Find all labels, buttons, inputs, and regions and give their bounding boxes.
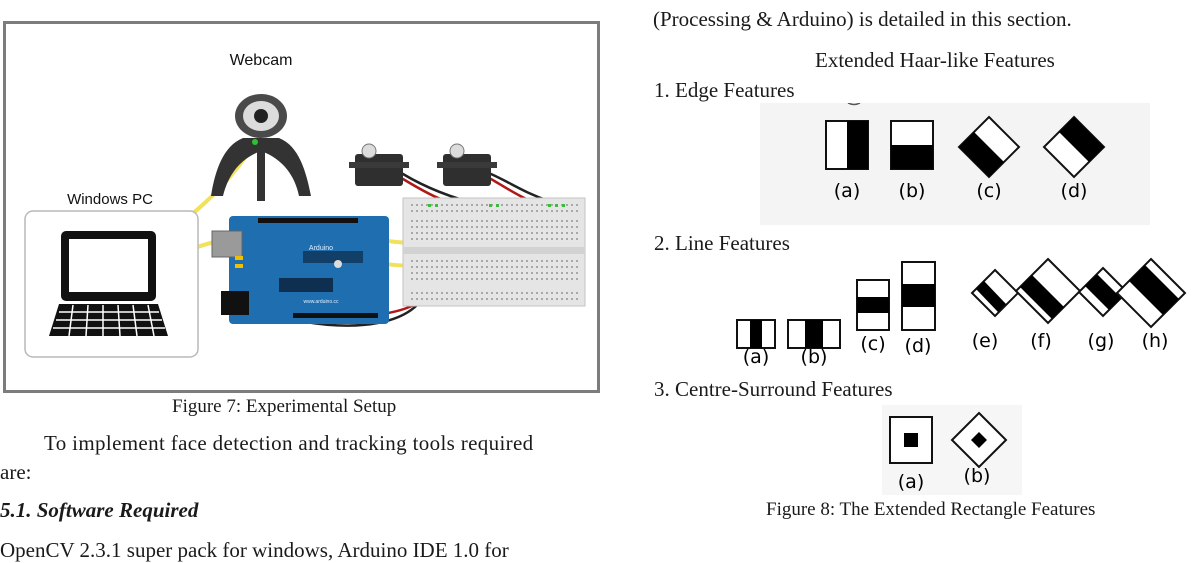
line-label-c: (c): [860, 333, 885, 355]
arduino-url-text: www.arduino.cc: [303, 299, 339, 305]
windows-pc-label: Windows PC: [67, 191, 153, 208]
edge-feature-c: [957, 115, 1021, 179]
breadboard: [402, 197, 586, 307]
line-features-figure: (a) (b) (c) (d) (e) (f) (g) (h): [736, 257, 1187, 368]
webcam-icon: [211, 94, 311, 201]
centre-surround-feature-b: [950, 411, 1008, 469]
intro-line: (Processing & Arduino) is detailed in th…: [653, 7, 1072, 31]
line-feature-e: [970, 268, 1020, 318]
figure-7: Webcam Windows PC: [3, 21, 600, 393]
paragraph-line-1: To implement face detection and tracking…: [44, 431, 534, 455]
edge-label-d: (d): [1061, 180, 1088, 202]
edge-features-heading: 1. Edge Features: [654, 78, 795, 102]
line-feature-b: [787, 319, 841, 349]
line-label-a: (a): [743, 346, 769, 368]
edge-label-a: (a): [834, 180, 860, 202]
line-feature-f: [1014, 257, 1082, 325]
line-feature-g: [1077, 266, 1129, 318]
edge-feature-a: [825, 120, 869, 170]
paragraph-line-2: are:: [0, 460, 32, 484]
partial-paragraph-line: OpenCV 2.3.1 super pack for windows, Ard…: [0, 538, 509, 562]
centre-surround-features-heading: 3. Centre-Surround Features: [654, 377, 893, 401]
servo-motor-1: [349, 143, 409, 186]
centre-surround-features-figure: (a) (b): [882, 405, 1022, 495]
line-feature-h: [1115, 257, 1187, 329]
experimental-setup-diagram: Webcam Windows PC: [3, 21, 600, 393]
centre-label-a: (a): [898, 471, 924, 493]
edge-label-b: (b): [899, 180, 926, 202]
servo-motor-2: [437, 143, 497, 186]
webcam-label: Webcam: [230, 52, 293, 69]
figure-8-caption: Figure 8: The Extended Rectangle Feature…: [766, 499, 1096, 520]
windows-pc-icon: [24, 210, 199, 358]
line-feature-c: [856, 279, 890, 331]
arduino-board-text: Arduino: [309, 245, 333, 252]
line-label-g: (g): [1088, 330, 1115, 352]
edge-feature-d: [1042, 115, 1106, 179]
line-label-h: (h): [1142, 330, 1169, 352]
centre-surround-feature-a: [889, 416, 933, 464]
edge-feature-b: [890, 120, 934, 170]
centre-label-b: (b): [964, 465, 991, 487]
arduino-board: [211, 216, 389, 324]
line-feature-a: [736, 319, 776, 349]
line-label-d: (d): [905, 335, 932, 357]
line-features-heading: 2. Line Features: [654, 231, 790, 255]
section-heading-5-1: 5.1. Software Required: [0, 498, 199, 522]
line-label-b: (b): [801, 346, 828, 368]
figure-8-title: Extended Haar-like Features: [815, 48, 1055, 72]
line-feature-d: [901, 261, 936, 331]
edge-features-figure: (a) (b) (c) (d): [760, 103, 1150, 225]
figure-7-caption: Figure 7: Experimental Setup: [172, 396, 397, 417]
edge-label-c: (c): [976, 180, 1001, 202]
line-label-f: (f): [1030, 330, 1052, 352]
line-label-e: (e): [972, 330, 999, 352]
